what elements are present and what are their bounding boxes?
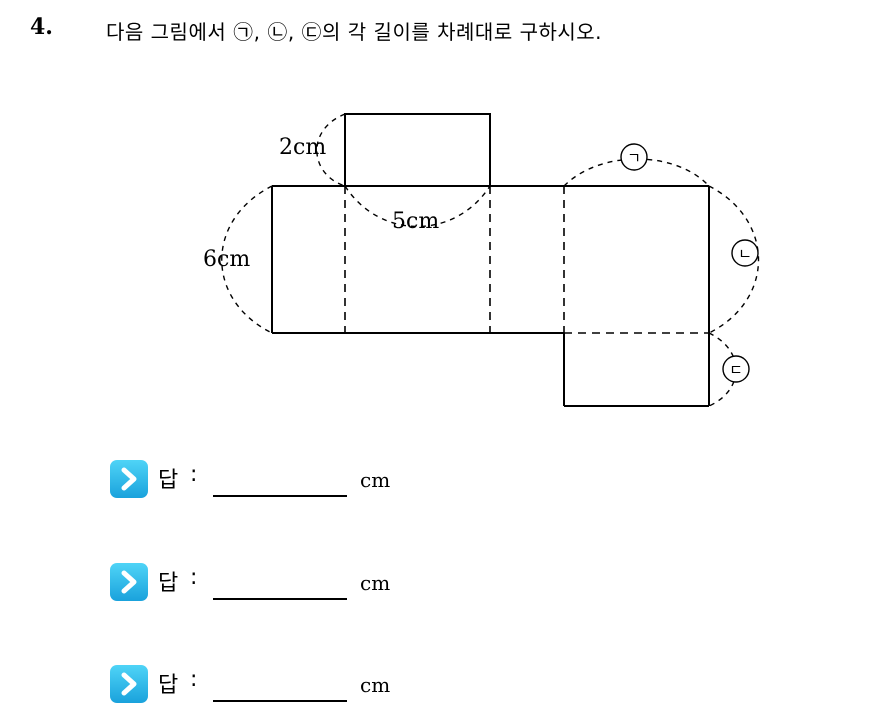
box-net-figure: 2cm 5cm 6cm ㄱ ㄴ ㄷ xyxy=(203,113,760,407)
fold-lines xyxy=(344,185,709,334)
answer-row-3: 답 : cm xyxy=(110,665,430,705)
net-outline xyxy=(271,113,710,407)
answer-blank[interactable] xyxy=(213,495,347,497)
arc-marker-2 xyxy=(708,185,760,334)
marker-1: ㄱ xyxy=(620,143,648,171)
question-text: 다음 그림에서 ㉠, ㉡, ㉢의 각 길이를 차례대로 구하시오. xyxy=(106,20,603,44)
answer-label: 답 xyxy=(158,468,179,493)
answer-blank[interactable] xyxy=(213,598,347,600)
top-flap xyxy=(344,113,491,187)
arc-5cm xyxy=(344,185,491,228)
chevron-right-icon xyxy=(110,563,148,601)
answer-colon: : xyxy=(190,462,198,487)
answer-label: 답 xyxy=(158,571,179,596)
answer-row-1: 답 : cm xyxy=(110,460,430,500)
marker-3: ㄷ xyxy=(722,355,750,383)
marker-3-text: ㄷ xyxy=(729,361,743,379)
label-2cm: 2cm xyxy=(279,135,326,160)
question-number: 4. xyxy=(30,14,53,40)
marker-2-text: ㄴ xyxy=(738,245,752,263)
answer-unit: cm xyxy=(360,673,391,697)
arc-2cm xyxy=(316,113,346,187)
answer-unit: cm xyxy=(360,571,391,595)
chevron-right-icon xyxy=(110,460,148,498)
label-6cm: 6cm xyxy=(203,247,250,272)
answer-colon: : xyxy=(190,667,198,692)
arc-marker-3 xyxy=(708,332,737,407)
marker-2: ㄴ xyxy=(731,239,759,267)
label-5cm: 5cm xyxy=(392,209,439,234)
chevron-right-icon xyxy=(110,665,148,703)
answer-blank[interactable] xyxy=(213,700,347,702)
answer-colon: : xyxy=(190,565,198,590)
answer-row-2: 답 : cm xyxy=(110,563,430,603)
arc-6cm xyxy=(221,185,273,334)
answer-label: 답 xyxy=(158,673,179,698)
answer-unit: cm xyxy=(360,468,391,492)
marker-1-text: ㄱ xyxy=(627,149,641,167)
